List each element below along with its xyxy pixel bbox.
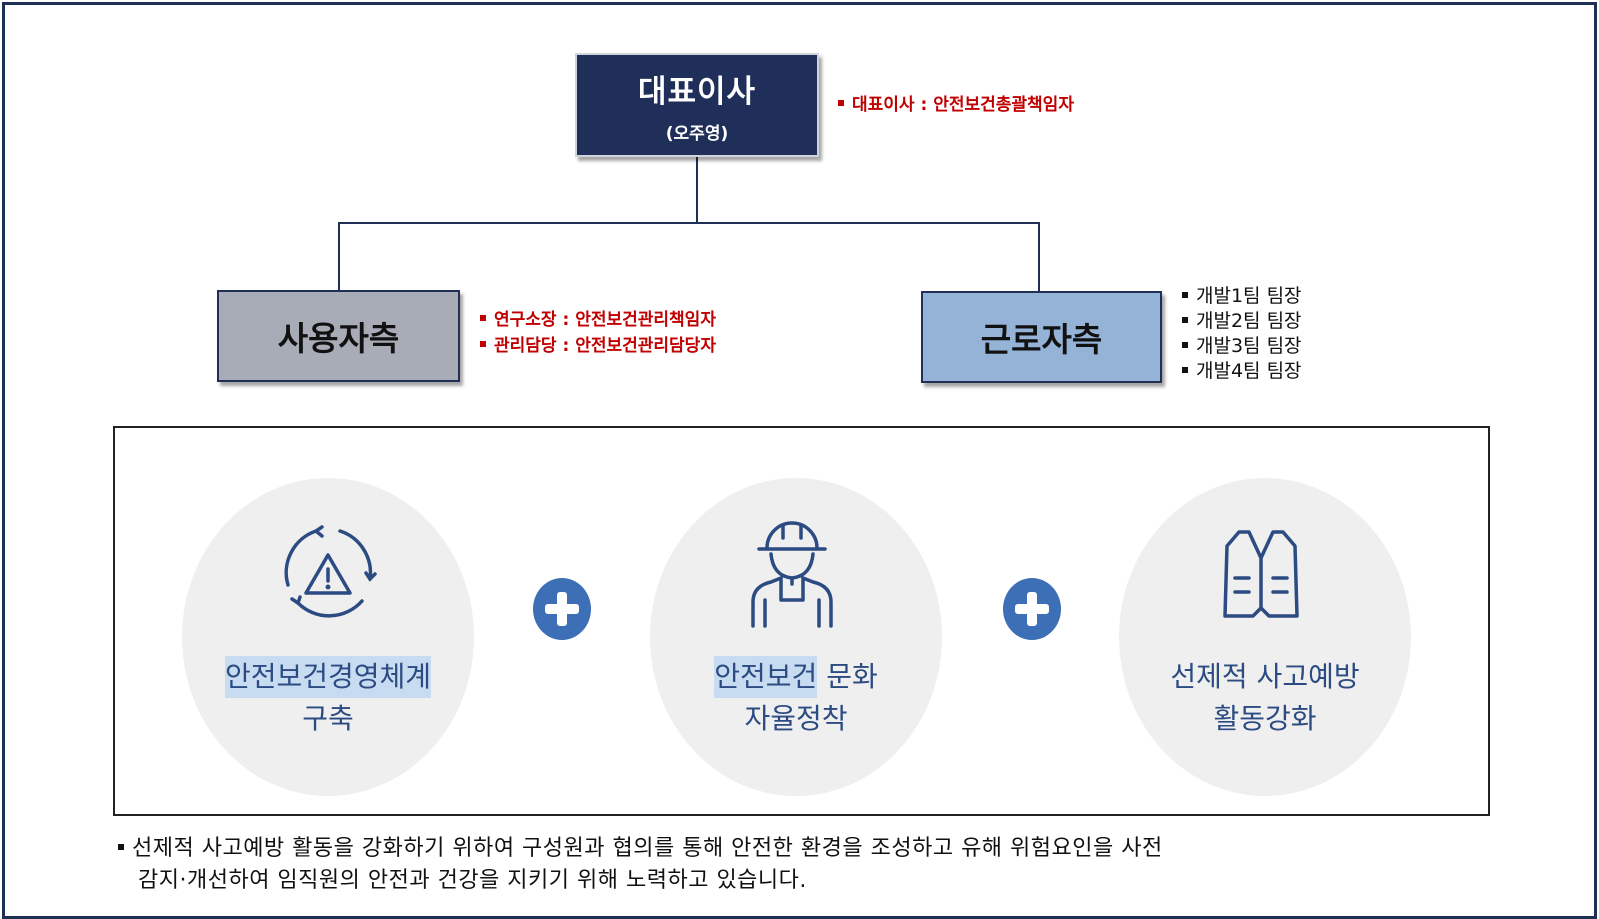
description-line1: 선제적 사고예방 활동을 강화하기 위하여 구성원과 협의를 통해 안전한 환경…	[118, 833, 1478, 865]
pillar-label: 안전보건경영체계 구축	[168, 656, 488, 740]
bullet-icon	[1182, 291, 1188, 298]
user-note-item: 관리담당 : 안전보건관리담당자	[480, 333, 716, 359]
worker-side-box: 근로자측	[921, 291, 1162, 383]
ceo-note: 대표이사 : 안전보건총괄책임자	[838, 92, 1074, 118]
worker-side-label: 근로자측	[980, 320, 1103, 359]
bullet-icon	[480, 315, 486, 321]
user-side-label: 사용자측	[277, 319, 400, 358]
user-side-notes: 연구소장 : 안전보건관리책임자 관리담당 : 안전보건관리담당자	[480, 307, 716, 359]
safety-vest-icon	[1223, 530, 1299, 618]
pillar-label-line2: 활동강화	[1213, 702, 1317, 735]
bullet-icon	[480, 341, 486, 347]
pillar-label-line1-rest: 문화	[817, 660, 878, 693]
bullet-icon	[1182, 341, 1188, 348]
pillar-label-line1: 선제적 사고예방	[1170, 660, 1360, 693]
connector-user-down	[338, 222, 340, 290]
pillar-label: 선제적 사고예방 활동강화	[1105, 656, 1425, 740]
user-side-box: 사용자측	[217, 290, 460, 382]
cycle-warning-icon	[284, 525, 377, 618]
worker-member-list: 개발1팀 팀장 개발2팀 팀장 개발3팀 팀장 개발4팀 팀장	[1182, 284, 1302, 384]
pillar-label-line1-highlight: 안전보건	[714, 656, 818, 698]
list-item: 개발1팀 팀장	[1182, 284, 1302, 309]
list-item: 개발3팀 팀장	[1182, 334, 1302, 359]
connector-worker-down	[1038, 222, 1040, 291]
pillar-circle	[650, 478, 942, 796]
description-line2: 감지·개선하여 임직원의 안전과 건강을 지키기 위해 노력하고 있습니다.	[138, 868, 807, 893]
pillar-label-line1: 안전보건경영체계	[224, 656, 432, 698]
list-item: 개발4팀 팀장	[1182, 359, 1302, 384]
ceo-name: (오주영)	[665, 124, 729, 144]
bullet-icon	[118, 844, 124, 850]
pillar-circle	[182, 478, 474, 796]
bullet-icon	[1182, 316, 1188, 323]
pillars-panel: 안전보건경영체계 구축 안전보건 문화 자율정착 선제적 사고예방	[113, 426, 1490, 816]
plus-icon	[1003, 578, 1061, 640]
description: 선제적 사고예방 활동을 강화하기 위하여 구성원과 협의를 통해 안전한 환경…	[118, 833, 1478, 897]
bullet-icon	[838, 100, 844, 106]
worker-hardhat-icon	[751, 521, 833, 628]
list-item: 개발2팀 팀장	[1182, 309, 1302, 334]
pillar-label-line2: 자율정착	[744, 702, 848, 735]
pillar-label: 안전보건 문화 자율정착	[636, 656, 956, 740]
ceo-title: 대표이사	[637, 74, 757, 110]
connector-ceo-down	[696, 157, 698, 223]
pillar-circle	[1119, 478, 1411, 796]
bullet-icon	[1182, 366, 1188, 373]
ceo-box: 대표이사 (오주영)	[575, 53, 819, 157]
plus-icon	[533, 578, 591, 640]
connector-horizontal	[338, 222, 1040, 224]
user-note-item: 연구소장 : 안전보건관리책임자	[480, 307, 716, 333]
pillar-label-line2: 구축	[302, 702, 354, 735]
